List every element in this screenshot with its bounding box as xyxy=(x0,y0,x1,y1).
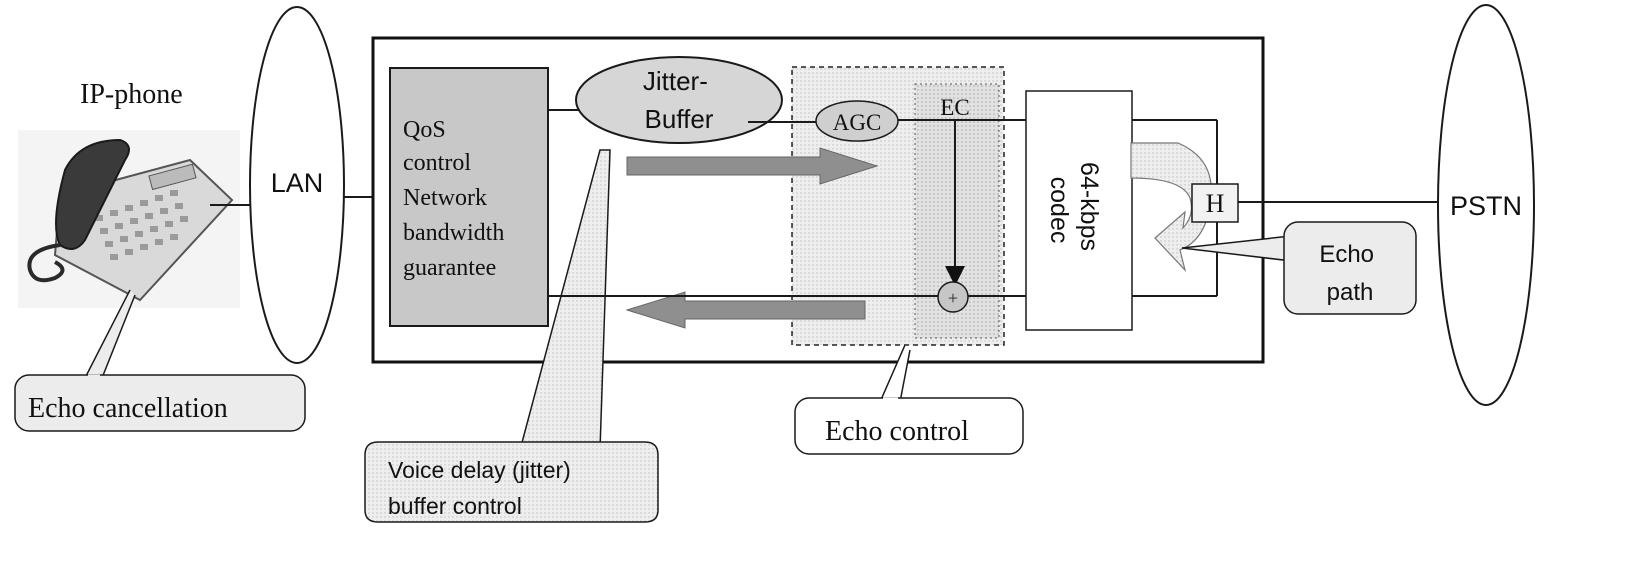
pstn-ellipse xyxy=(1437,4,1535,406)
qos-line-3: Network xyxy=(403,185,487,211)
lan-ellipse xyxy=(249,6,345,364)
agc-label: AGC xyxy=(833,110,882,135)
voice-delay-line-2: buffer control xyxy=(388,493,522,519)
codec-text: 64-kbps codec xyxy=(1045,162,1103,258)
qos-box xyxy=(389,67,549,327)
pstn-label: PSTN xyxy=(1450,191,1522,221)
qos-line-5: guarantee xyxy=(403,255,496,281)
hybrid-box xyxy=(1191,183,1239,223)
echo-control-callout xyxy=(794,397,1024,455)
arrow-right-icon xyxy=(626,147,879,185)
qos-line-2: control xyxy=(403,150,471,176)
codec-line-2: codec xyxy=(1045,177,1073,244)
arrow-left-icon xyxy=(625,291,866,329)
codec-line-1: 64-kbps xyxy=(1075,162,1103,251)
jitter-buffer-text: Jitter- Buffer xyxy=(643,66,715,134)
voice-delay-text: Voice delay (jitter) buffer control xyxy=(388,457,577,519)
ec-label: EC xyxy=(940,95,969,120)
voice-delay-callout xyxy=(364,441,659,523)
echo-path-line-2: path xyxy=(1327,279,1374,306)
hybrid-label: H xyxy=(1206,189,1225,218)
qos-line-1: QoS xyxy=(403,117,446,143)
jitter-line-1: Jitter- xyxy=(643,66,708,96)
voice-delay-line-1: Voice delay (jitter) xyxy=(388,457,571,483)
echo-path-text: Echo path xyxy=(1319,241,1380,306)
qos-text: QoS control Network bandwidth guarantee xyxy=(403,117,510,281)
echo-path-line-1: Echo xyxy=(1319,241,1374,268)
agc-ellipse xyxy=(815,100,899,142)
echo-path-callout xyxy=(1283,221,1417,315)
jitter-line-2: Buffer xyxy=(645,104,714,134)
curved-arrow-icon xyxy=(1130,142,1212,273)
echo-control-label: Echo control xyxy=(825,416,969,447)
jitter-buffer-ellipse xyxy=(575,56,783,144)
echo-cancellation-callout xyxy=(14,374,306,432)
lan-label: LAN xyxy=(271,168,324,198)
ip-phone-label: IP-phone xyxy=(80,79,183,110)
qos-line-4: bandwidth xyxy=(403,220,504,246)
summation-node xyxy=(937,281,969,313)
echo-cancellation-label: Echo cancellation xyxy=(28,393,228,424)
codec-box xyxy=(1025,90,1133,331)
summation-plus: + xyxy=(948,288,958,308)
desk-phone-icon xyxy=(18,130,240,308)
